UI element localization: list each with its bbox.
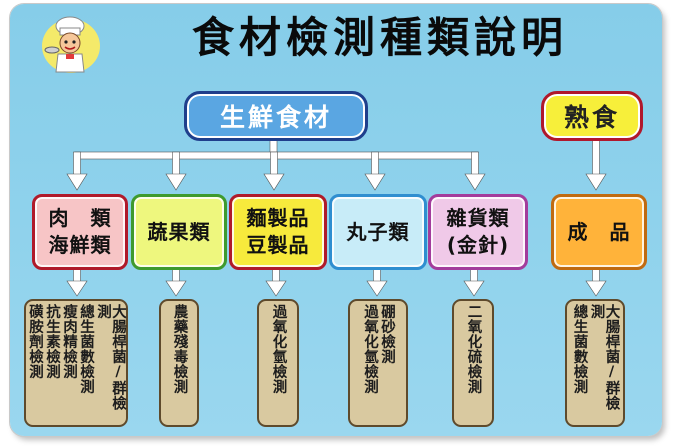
- category-label: 海鮮類: [48, 233, 112, 257]
- test-item: 硼砂檢測: [379, 304, 395, 364]
- test-box-balls: 硼砂檢測 過氧化氫檢測: [348, 299, 408, 427]
- test-item: 磺胺劑檢測: [27, 304, 43, 379]
- category-label: 成 品: [567, 219, 631, 244]
- chef-mascot-icon: [42, 16, 100, 73]
- test-item: 大腸桿菌/群檢測: [95, 304, 126, 411]
- test-item: 大腸桿菌/群檢測: [588, 304, 620, 411]
- category-label: 蔬果類: [147, 219, 211, 244]
- test-box-groceries: 二氧化硫檢測: [452, 299, 494, 427]
- test-item: 總生菌數檢測: [571, 304, 588, 394]
- category-groceries: 雜貨類 (金針): [428, 194, 528, 270]
- test-item: 過氧化氫檢測: [362, 304, 378, 394]
- test-item: 過氧化氫檢測: [270, 304, 287, 394]
- category-label: 肉 類: [48, 206, 112, 230]
- category-label: 麵製品: [246, 206, 310, 230]
- test-item: 瘦肉精檢測: [61, 304, 77, 379]
- category-finished-products: 成 品: [551, 194, 647, 270]
- category-balls: 丸子類: [329, 194, 427, 270]
- page-title: 食材檢測種類說明: [191, 13, 568, 62]
- test-item: 總生菌數檢測: [78, 304, 94, 394]
- test-item: 二氧化硫檢測: [465, 304, 482, 394]
- category-meat-seafood: 肉 類 海鮮類: [32, 194, 128, 270]
- test-box-noodle-bean: 過氧化氫檢測: [257, 299, 299, 427]
- test-box-vegetables: 農藥殘毒檢測: [159, 299, 199, 427]
- test-box-meat-seafood: 大腸桿菌/群檢測 總生菌數檢測 瘦肉精檢測 抗生素檢測 磺胺劑檢測: [24, 299, 128, 427]
- fresh-food-node: 生鮮食材: [184, 91, 368, 141]
- category-vegetables-fruits: 蔬果類: [131, 194, 227, 270]
- test-item: 抗生素檢測: [44, 304, 60, 379]
- category-label: 豆製品: [246, 233, 310, 257]
- category-label: 丸子類: [346, 219, 410, 244]
- test-box-finished: 大腸桿菌/群檢測 總生菌數檢測: [565, 299, 625, 427]
- category-noodle-bean-products: 麵製品 豆製品: [229, 194, 327, 270]
- test-item: 農藥殘毒檢測: [171, 304, 188, 394]
- cooked-food-node: 熟食: [541, 91, 643, 141]
- category-label: 雜貨類: [446, 206, 510, 230]
- category-label: (金針): [446, 233, 510, 257]
